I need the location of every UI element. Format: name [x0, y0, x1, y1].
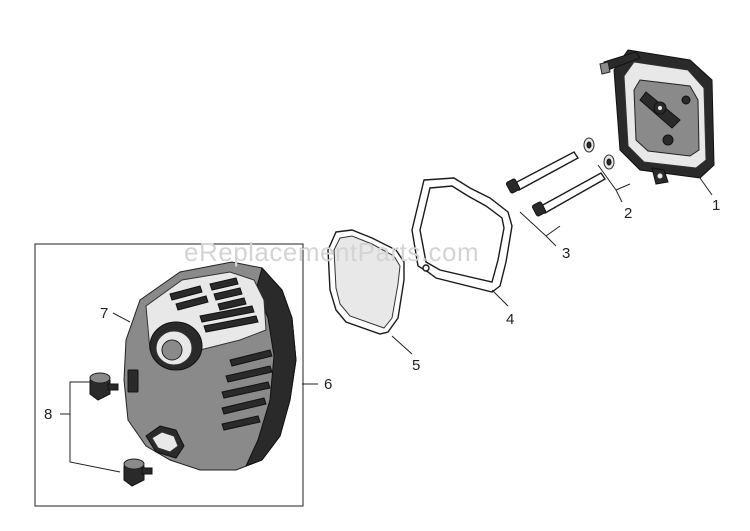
assembly-box-6 [34, 243, 304, 507]
callout-7: 7 [100, 305, 108, 322]
callout-6: 6 [324, 376, 332, 393]
callout-5: 5 [412, 357, 420, 374]
watermark: eReplacementParts.com [184, 237, 479, 267]
callout-4: 4 [506, 311, 514, 328]
part-1-head-cover [599, 49, 715, 185]
part-3-bolts [505, 151, 606, 217]
part-5-filter-element [327, 229, 405, 335]
callout-3: 3 [562, 245, 570, 262]
callout-1: 1 [712, 197, 720, 214]
part-4-gasket [411, 177, 513, 293]
part-7-cover [123, 261, 297, 471]
callout-2: 2 [624, 205, 632, 222]
leader-lines [60, 164, 713, 473]
part-8-knobs [89, 372, 153, 487]
part-2-washers [583, 137, 615, 170]
callout-8: 8 [44, 406, 52, 423]
